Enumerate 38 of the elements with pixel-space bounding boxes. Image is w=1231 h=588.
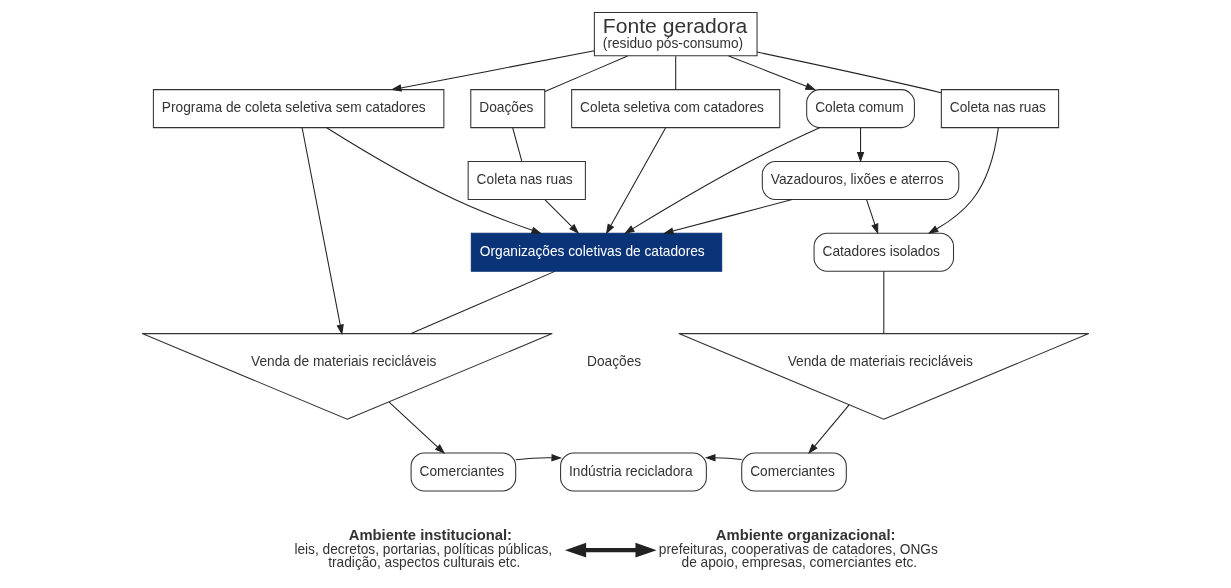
node-box: Vazadouros, lixões e aterros	[761, 160, 960, 200]
node-box: Coleta seletiva com catadores	[571, 89, 781, 129]
node-box: Coleta nas ruas	[467, 160, 586, 200]
arrow	[856, 127, 865, 163]
node-box: Coleta comum	[806, 89, 915, 129]
node-text: Ambiente organizacional: prefeituras, cooperativas de catadores, ONGs de apoio, empresas, comerciantes etc.	[658, 526, 938, 571]
arrow	[515, 454, 563, 462]
node-box: Coleta nas ruas	[940, 89, 1060, 129]
node-box: Indústria recicladora	[560, 452, 707, 492]
connector	[756, 51, 942, 94]
connector	[544, 55, 629, 93]
arrow	[390, 50, 595, 92]
label: Doações	[586, 353, 642, 369]
node-box: Comerciantes	[410, 452, 517, 492]
arrow	[663, 199, 793, 235]
arrow	[564, 542, 657, 558]
node-text: Ambiente institucional: leis, decretos, portarias, políticas públicas, tradição, aspectos culturais etc.	[294, 526, 553, 571]
node-box: Comerciantes	[741, 452, 847, 492]
arrow	[927, 127, 999, 234]
arrow	[301, 127, 344, 336]
arrow	[605, 127, 667, 235]
arrow	[808, 404, 850, 454]
connector	[512, 127, 523, 162]
node-box: Doações	[470, 89, 546, 129]
arrow	[728, 55, 816, 91]
node-box: Catadores isolados	[813, 232, 955, 272]
arrow	[388, 401, 446, 454]
arrow	[624, 127, 821, 234]
connector	[410, 270, 556, 334]
arrow	[704, 454, 743, 462]
arrow	[866, 199, 879, 235]
arrow	[326, 127, 542, 234]
node-box: Programa de coleta seletiva sem catadores	[152, 89, 445, 129]
arrow	[544, 199, 580, 234]
node-box: Organizações coletivas de catadores	[470, 232, 723, 272]
connector	[675, 55, 677, 90]
connector	[883, 271, 885, 334]
node-box: Fonte geradora (residuo pós-consumo)	[593, 12, 758, 57]
